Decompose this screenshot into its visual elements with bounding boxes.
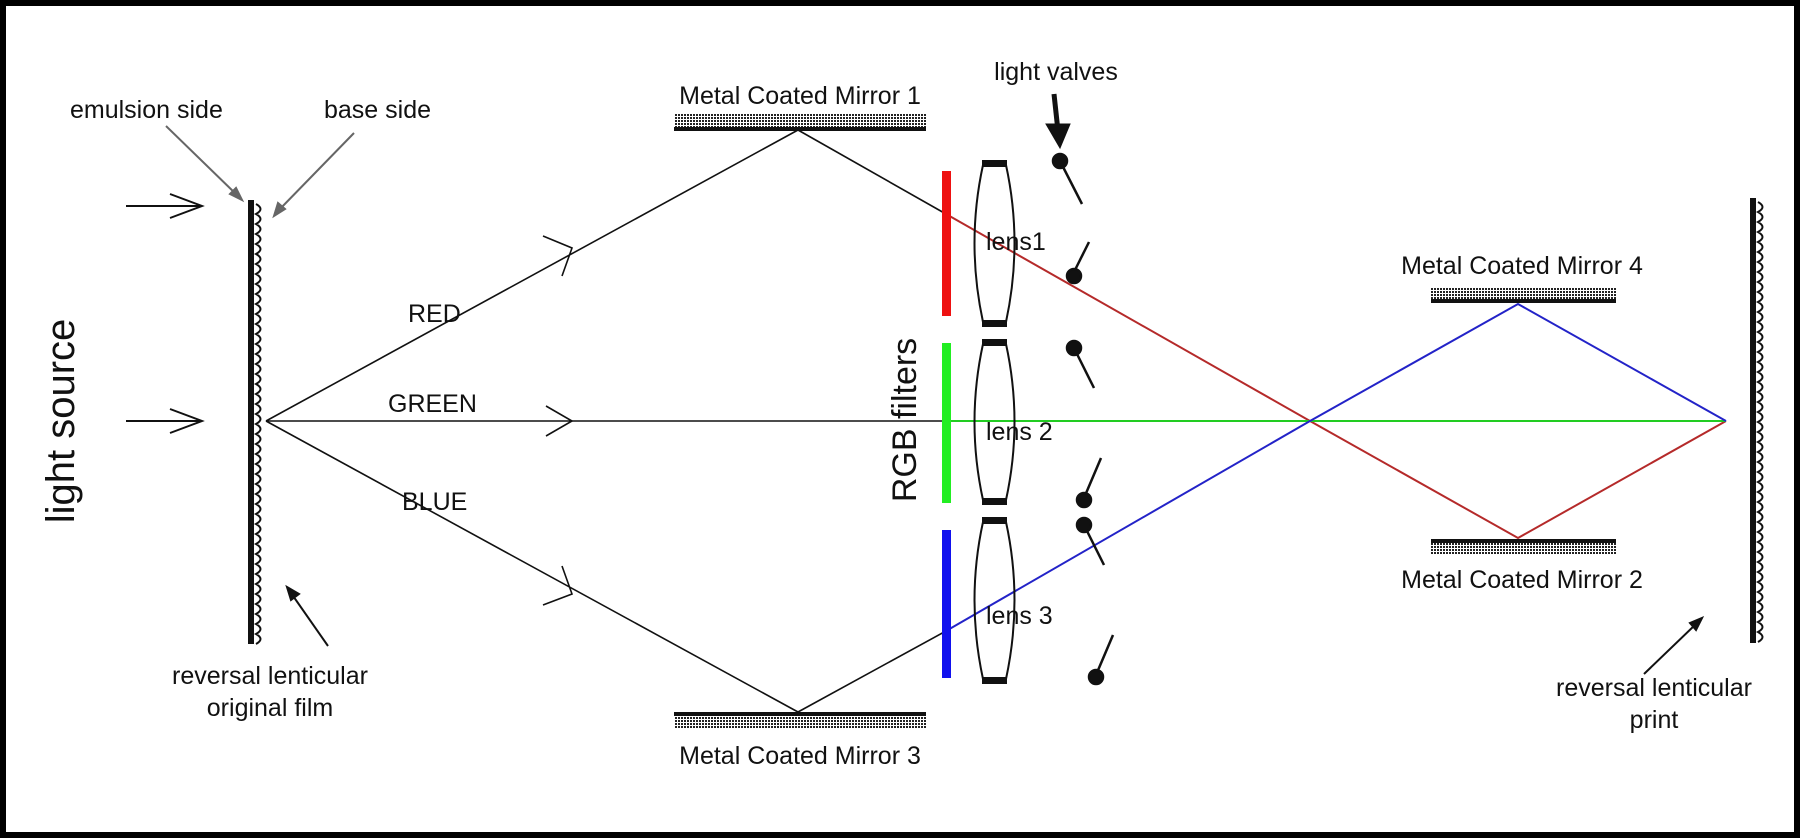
mirror-1 (674, 114, 926, 131)
mirror-4-label: Metal Coated Mirror 4 (1401, 252, 1643, 280)
lenticular-print (1750, 198, 1764, 643)
film-label-line2: original film (207, 694, 333, 722)
print-label-line2: print (1630, 706, 1679, 734)
film-pointer-arrow (285, 584, 329, 647)
mirror-3 (674, 712, 926, 729)
blue-beam-label: BLUE (402, 488, 467, 516)
light-valves-label: light valves (994, 58, 1118, 86)
mirror-1-label: Metal Coated Mirror 1 (679, 82, 921, 110)
mirror-2 (1431, 539, 1616, 555)
lens-1 (973, 160, 1016, 327)
incoming-light-arrows (126, 193, 205, 434)
light-source-label: light source (39, 319, 83, 524)
paper-background (6, 6, 1794, 832)
mirror-2-label: Metal Coated Mirror 2 (1401, 566, 1643, 594)
red-beam-label: RED (408, 300, 461, 328)
blue-beam (945, 302, 1727, 632)
blue-filter (942, 530, 951, 678)
mirror-3-label: Metal Coated Mirror 3 (679, 742, 921, 770)
rgb-filters-label: RGB filters (886, 338, 924, 502)
film-label-line1: reversal lenticular (172, 662, 368, 690)
original-film (248, 200, 262, 645)
mirror-4 (1431, 287, 1616, 303)
lens-1-label: lens1 (986, 228, 1046, 256)
lens-2 (973, 339, 1016, 505)
print-label-line1: reversal lenticular (1556, 674, 1752, 702)
emulsion-side-label: emulsion side (70, 96, 223, 124)
lens-3-label: lens 3 (986, 602, 1053, 630)
green-filter (942, 343, 951, 503)
light-valves (1051, 152, 1115, 686)
light-valves-arrow (1045, 93, 1071, 150)
red-filter (942, 171, 951, 316)
base-side-label: base side (324, 96, 431, 124)
optical-printer-diagram: light source emulsion side base side rev… (6, 6, 1794, 832)
lens-3 (973, 517, 1016, 684)
red-beam (945, 213, 1727, 540)
colored-beams (945, 213, 1727, 632)
callout-arrows (165, 125, 355, 219)
white-light-beams (265, 129, 947, 713)
print-pointer-arrow (1643, 616, 1705, 675)
green-beam-label: GREEN (388, 390, 477, 418)
lens-2-label: lens 2 (986, 418, 1053, 446)
